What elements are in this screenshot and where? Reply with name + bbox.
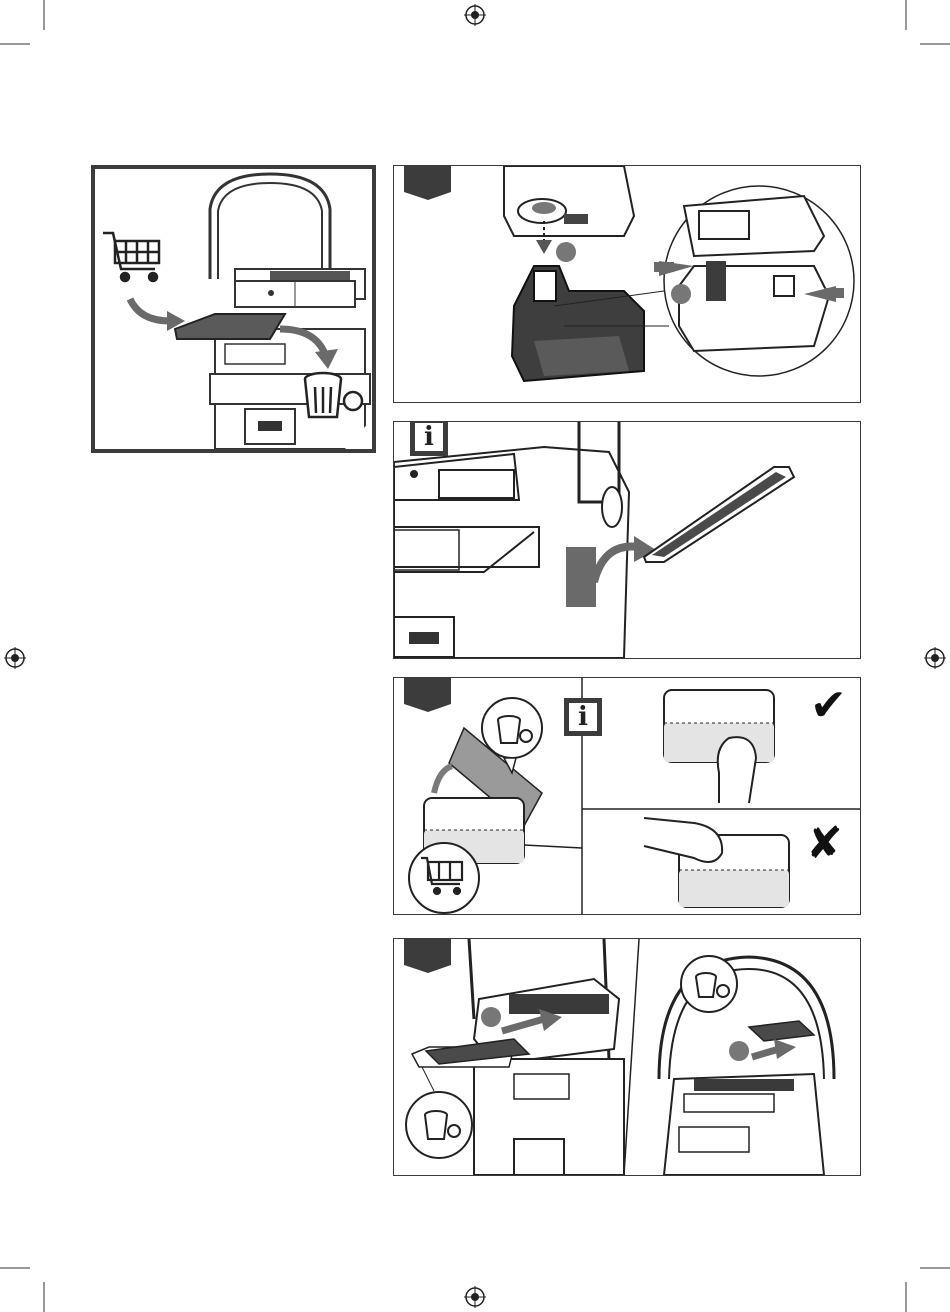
- registration-mark-icon: [924, 647, 946, 669]
- check-icon: ✔: [810, 680, 847, 731]
- cross-icon: ✘: [806, 818, 843, 869]
- overview-figure: [91, 165, 376, 453]
- shopping-cart-icon: [103, 233, 159, 281]
- registration-mark-icon: [464, 1286, 486, 1308]
- info-icon: i: [564, 698, 602, 736]
- battery-step: [393, 165, 861, 403]
- card-insert-step: [393, 938, 861, 1176]
- info-icon: i: [410, 421, 448, 456]
- card-handling-step: i ✔ ✘: [393, 677, 861, 915]
- info-tray-step: i: [393, 421, 861, 659]
- registration-mark-icon: [464, 4, 486, 26]
- registration-mark-icon: [4, 647, 26, 669]
